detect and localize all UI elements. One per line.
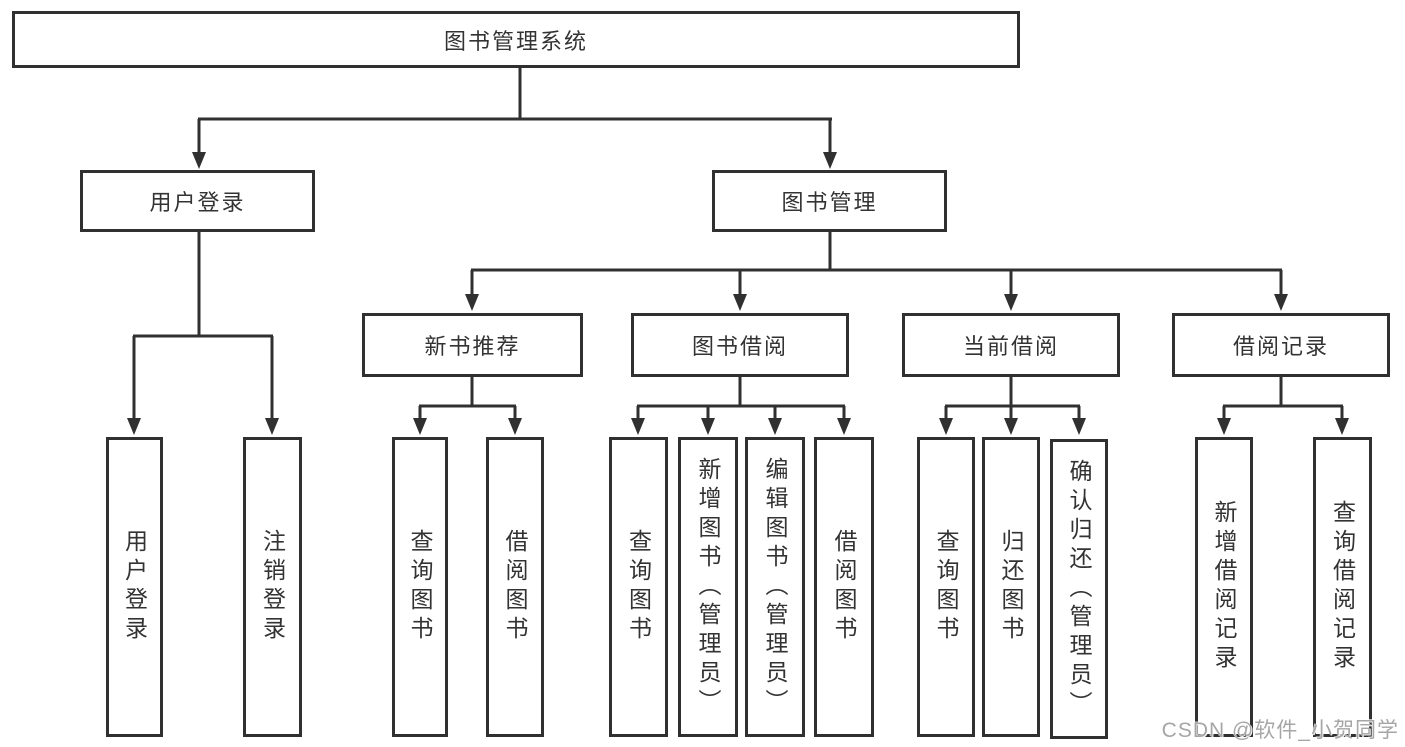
leaf-return-books: 归还图书 [982, 437, 1040, 737]
node-root: 图书管理系统 [12, 11, 1020, 68]
leaf-query-books-3: 查询图书 [917, 437, 975, 737]
connector-book-borrow-to-leaves [631, 375, 851, 435]
leaf-query-books-2: 查询图书 [609, 437, 668, 737]
connector-new-book-to-leaves [413, 375, 522, 435]
node-new-book-recommend: 新书推荐 [362, 313, 583, 377]
node-borrow-records: 借阅记录 [1172, 313, 1390, 377]
leaf-add-books-admin: 新增图书（管理员） [678, 437, 738, 737]
node-book-management: 图书管理 [712, 170, 947, 232]
node-user-login: 用户登录 [80, 170, 315, 232]
node-current-borrow: 当前借阅 [902, 313, 1120, 377]
leaf-edit-books-admin: 编辑图书（管理员） [745, 437, 805, 737]
connector-book-mgmt-to-level3 [465, 231, 1288, 311]
csdn-watermark: CSDN @软件_小贺同学 [1161, 719, 1399, 742]
connector-current-borrow-to-leaves [939, 375, 1086, 435]
leaf-confirm-return-admin: 确认归还（管理员） [1050, 439, 1108, 739]
connector-borrow-records-to-leaves [1217, 375, 1349, 435]
leaf-user-login: 用户登录 [106, 437, 163, 737]
leaf-logout: 注销登录 [243, 437, 302, 737]
leaf-query-books-1: 查询图书 [392, 437, 448, 737]
connector-user-login-to-leaves [127, 231, 279, 435]
leaf-borrow-books-1: 借阅图书 [486, 437, 544, 737]
leaf-add-borrow-record: 新增借阅记录 [1195, 437, 1253, 737]
node-book-borrow: 图书借阅 [631, 313, 849, 377]
connector-root-to-level2 [192, 66, 837, 169]
leaf-borrow-books-2: 借阅图书 [814, 437, 874, 737]
leaf-query-borrow-record: 查询借阅记录 [1313, 437, 1372, 737]
